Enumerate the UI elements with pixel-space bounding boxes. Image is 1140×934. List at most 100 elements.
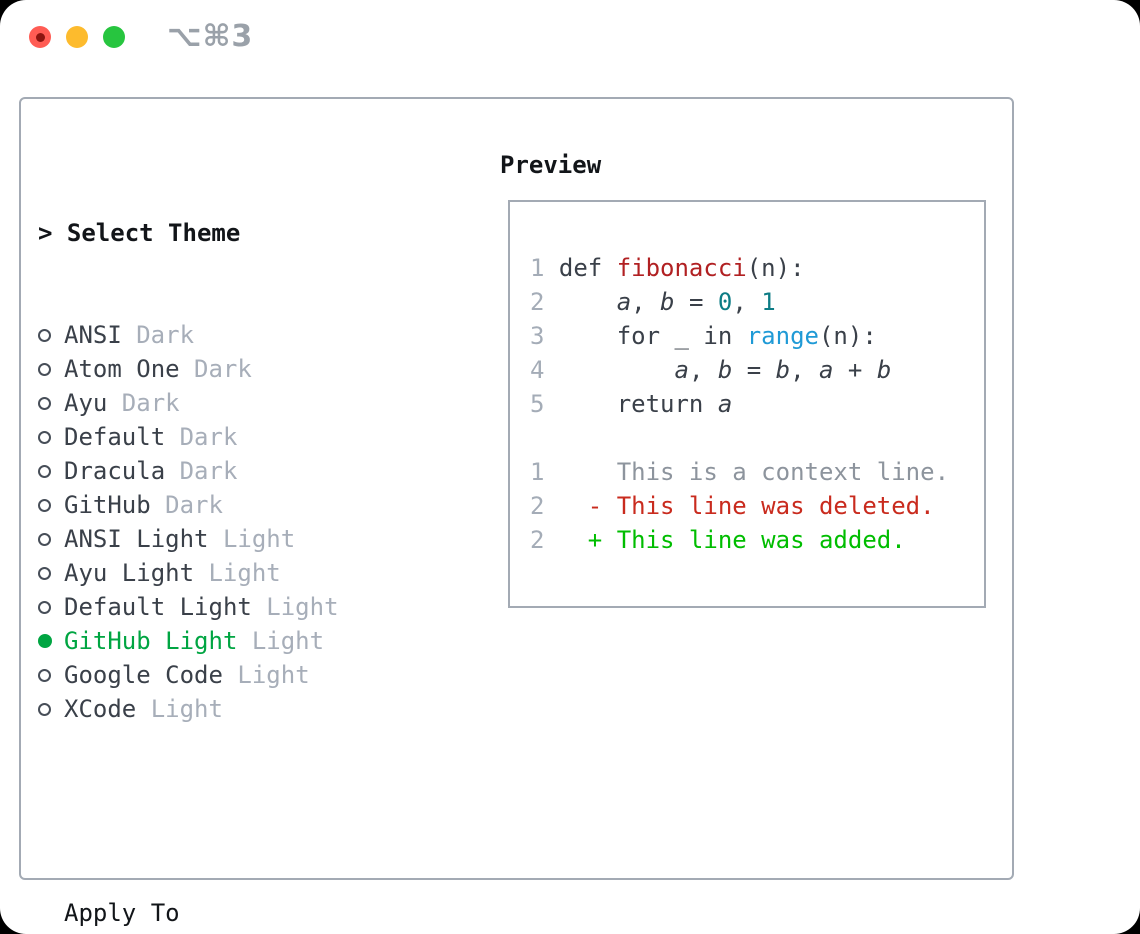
- radio-circle: [38, 566, 51, 580]
- preview-header: Preview: [500, 151, 602, 179]
- theme-item-ansi[interactable]: ANSI Dark: [38, 318, 443, 352]
- theme-name: Ayu Light: [64, 559, 195, 587]
- theme-name: Dracula: [64, 457, 166, 485]
- radio-circle: [38, 362, 51, 376]
- line-number: 5: [530, 390, 545, 418]
- theme-variant-tag: Dark: [136, 321, 195, 349]
- theme-variant-tag: Dark: [121, 389, 180, 417]
- theme-item-google-code[interactable]: Google Code Light: [38, 658, 443, 692]
- radio-circle: [38, 600, 51, 614]
- titlebar: ⌥⌘3: [0, 0, 1140, 74]
- theme-item-ayu-light[interactable]: Ayu Light Light: [38, 556, 443, 590]
- code-segment: a: [616, 288, 632, 316]
- close-dot-icon: [35, 32, 45, 42]
- theme-variant-tag: Dark: [194, 355, 252, 383]
- radio-circle: [38, 430, 51, 444]
- spacer: [38, 794, 443, 828]
- radio-icon: [38, 702, 64, 716]
- radio-icon: [38, 600, 64, 614]
- close-button[interactable]: [29, 26, 51, 48]
- theme-variant-tag: Light: [266, 593, 339, 621]
- theme-name: Default Light: [64, 593, 252, 621]
- theme-item-ayu[interactable]: Ayu Dark: [38, 386, 443, 420]
- line-number: 3: [530, 322, 545, 350]
- radio-circle: [38, 328, 51, 342]
- radio-icon: [38, 532, 64, 546]
- code-segment: (n):: [818, 322, 877, 350]
- radio-icon: [38, 362, 64, 376]
- code-segment: ,: [790, 356, 820, 384]
- code-segment: fibonacci: [616, 254, 747, 282]
- code-segment: def: [558, 254, 617, 282]
- code-segment: [559, 288, 617, 316]
- code-line-9: 2 + This line was added.: [530, 523, 984, 557]
- radio-icon: [38, 498, 64, 512]
- theme-variant-tag: Light: [251, 627, 325, 655]
- line-number: 2: [530, 492, 545, 520]
- theme-variant-tag: Dark: [179, 457, 238, 485]
- theme-name: GitHub: [64, 491, 151, 519]
- radio-circle: [38, 532, 51, 546]
- radio-icon: [38, 668, 64, 682]
- code-segment: a: [717, 390, 733, 418]
- code-line-7: 1 This is a context line.: [530, 455, 984, 489]
- radio-icon: [38, 566, 64, 580]
- code-line-4: 4 a, b = b, a + b: [530, 353, 984, 387]
- code-segment: =: [732, 356, 776, 384]
- radio-icon: [38, 430, 64, 444]
- select-theme-header-label: Select Theme: [66, 219, 241, 247]
- theme-variant-tag: Dark: [165, 491, 223, 519]
- theme-variant-tag: Light: [237, 661, 310, 689]
- code-line-6: [530, 421, 984, 455]
- theme-name: ANSI: [64, 321, 122, 349]
- theme-item-github[interactable]: GitHub Dark: [38, 488, 443, 522]
- code-segment: a: [674, 356, 689, 384]
- theme-item-default-light[interactable]: Default Light Light: [38, 590, 443, 624]
- zoom-button[interactable]: [103, 26, 125, 48]
- code-line-2: 2 a, b = 0, 1: [530, 285, 984, 319]
- theme-name: XCode: [64, 695, 137, 723]
- radio-icon: [38, 396, 64, 410]
- minimize-button[interactable]: [66, 26, 88, 48]
- code-segment: return: [558, 390, 718, 418]
- radio-circle: [38, 634, 52, 648]
- code-segment: +: [833, 356, 877, 384]
- apply-to-header: Apply To: [38, 896, 443, 930]
- select-theme-header: > Select Theme: [38, 216, 443, 250]
- theme-variant-tag: Light: [208, 559, 281, 587]
- theme-name: GitHub Light: [64, 627, 238, 655]
- line-number: 1: [530, 458, 545, 486]
- code-segment: a: [819, 356, 834, 384]
- code-line-1: 1 def fibonacci(n):: [530, 251, 984, 285]
- line-number: 1: [530, 254, 545, 282]
- code-segment: ,: [688, 356, 718, 384]
- theme-item-github-light[interactable]: GitHub Light Light: [38, 624, 443, 658]
- theme-name: Google Code: [64, 661, 223, 689]
- code-segment: ,: [732, 288, 762, 316]
- code-segment: 1: [761, 288, 776, 316]
- line-number: 2: [530, 288, 545, 316]
- code-segment: b: [717, 356, 733, 384]
- theme-name: Ayu: [64, 389, 108, 417]
- code-line-5: 5 return a: [530, 387, 984, 421]
- apply-to-header-label: Apply To: [64, 899, 180, 927]
- code-segment: range: [746, 322, 819, 350]
- radio-circle: [38, 396, 51, 410]
- line-number: 2: [530, 526, 545, 554]
- theme-variant-tag: Light: [150, 695, 223, 723]
- traffic-lights: [29, 26, 125, 48]
- code-line-8: 2 - This line was deleted.: [530, 489, 984, 523]
- radio-circle: [38, 498, 51, 512]
- theme-item-xcode[interactable]: XCode Light: [38, 692, 443, 726]
- theme-item-dracula[interactable]: Dracula Dark: [38, 454, 443, 488]
- code-segment: (n):: [746, 254, 805, 282]
- code-segment: b: [660, 288, 675, 316]
